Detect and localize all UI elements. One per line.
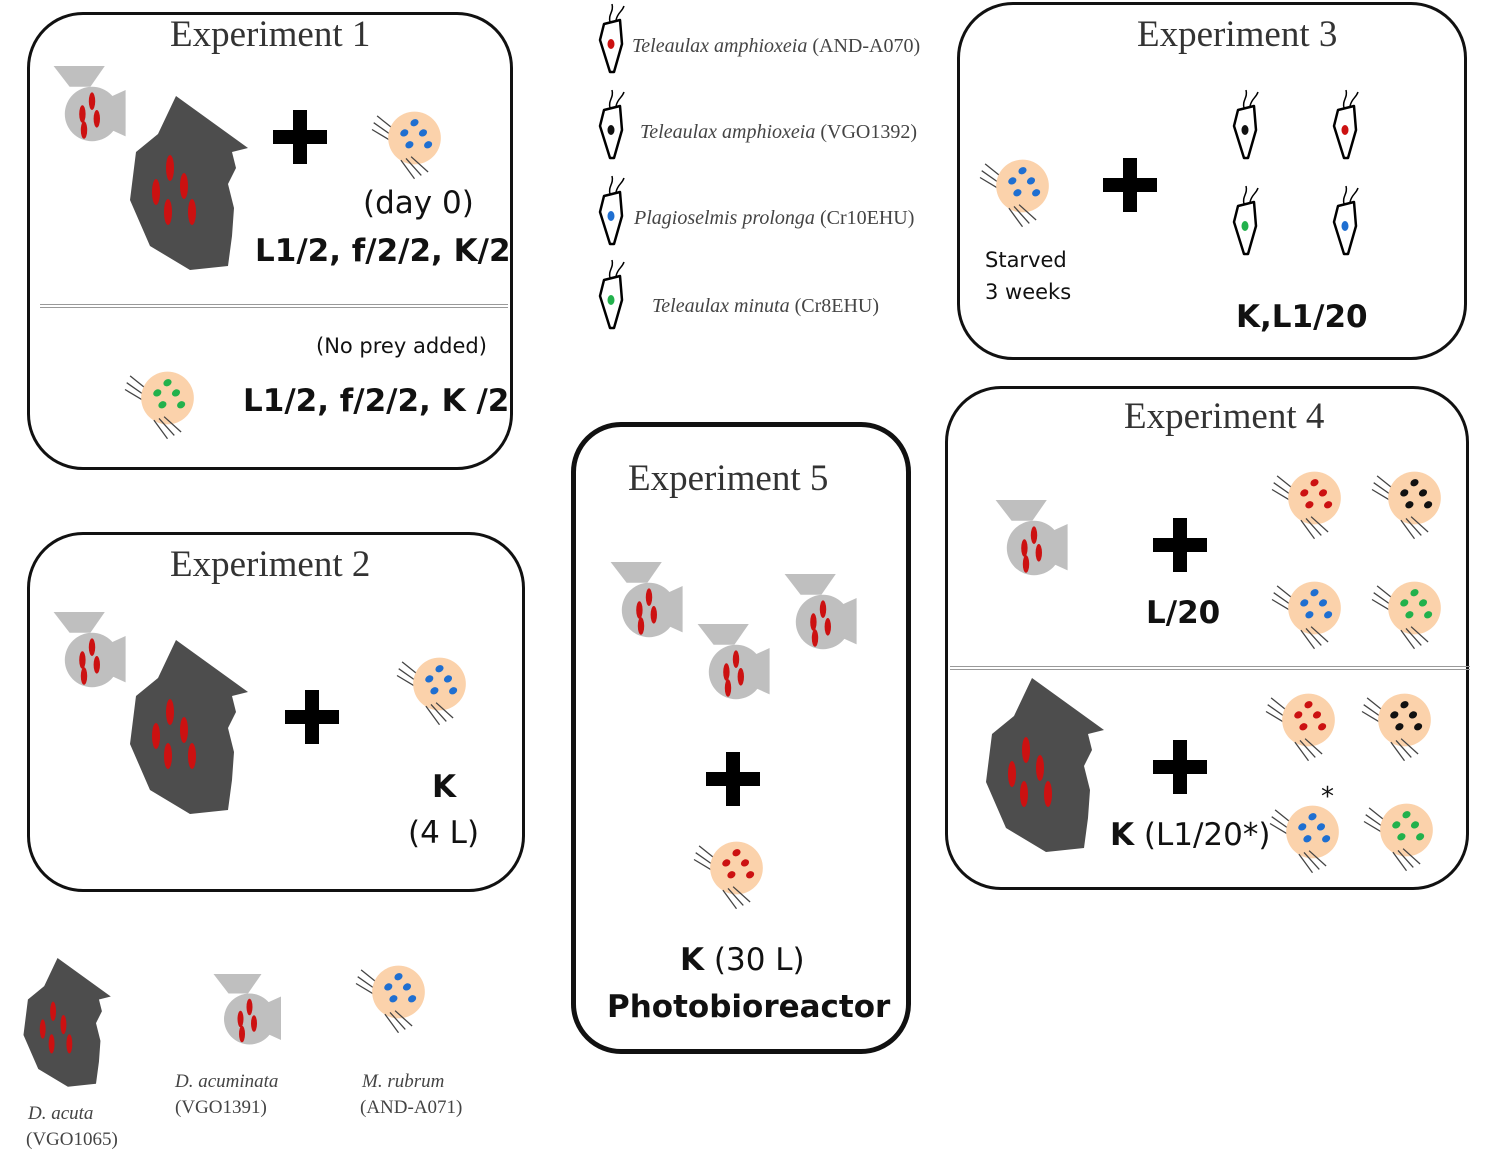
d-acuminata-icon	[610, 562, 683, 638]
cryptophyte-green-icon	[1232, 184, 1260, 256]
plus-icon	[1103, 158, 1157, 212]
experiment5-title: Experiment 5	[628, 458, 829, 499]
experiment2-box	[27, 532, 525, 892]
m-rubrum-icon	[1362, 686, 1442, 766]
m-rubrum-icon	[1270, 798, 1350, 878]
experiment5-medium: K (30 L)	[680, 942, 805, 978]
cryptophyte-red-icon	[598, 2, 626, 74]
legend-d-acuminata-strain: (VGO1391)	[175, 1097, 267, 1118]
plus-icon	[285, 690, 339, 744]
d-acuta-icon	[130, 640, 248, 814]
d-acuminata-icon	[784, 574, 857, 650]
cryptophyte-blue-icon	[598, 174, 626, 246]
experiment2-medium: K	[432, 769, 457, 805]
d-acuminata-icon	[995, 500, 1068, 576]
photobioreactor-label: Photobioreactor	[607, 989, 891, 1025]
plus-icon	[1153, 518, 1207, 572]
m-rubrum-icon	[1272, 464, 1352, 544]
cryptophyte-green-icon	[598, 258, 626, 330]
starved-line2: 3 weeks	[985, 280, 1072, 304]
crypto-legend-4: Teleaulax minuta (Cr8EHU)	[652, 295, 880, 317]
experiment1-box	[27, 12, 513, 470]
experiment5-box	[571, 422, 911, 1054]
divider	[40, 304, 508, 308]
experiment1-condition-top: L1/2, f/2/2, K/2	[255, 233, 511, 269]
experiment4-title: Experiment 4	[1124, 396, 1325, 437]
m-rubrum-icon	[1372, 464, 1452, 544]
crypto-legend-1: Teleaulax amphioxeia (AND-A070)	[632, 35, 921, 57]
m-rubrum-icon	[980, 152, 1060, 232]
m-rubrum-icon	[1364, 796, 1444, 876]
d-acuminata-icon	[697, 624, 770, 700]
plus-icon	[273, 110, 327, 164]
d-acuminata-icon	[213, 974, 281, 1045]
experiment4-condition-bottom: K (L1/20*)	[1110, 817, 1271, 853]
cryptophyte-blue-icon	[1332, 184, 1360, 256]
crypto-legend-2: Teleaulax amphioxeia (VGO1392)	[640, 121, 917, 143]
crypto-legend-3: Plagioselmis prolonga (Cr10EHU)	[634, 207, 915, 229]
legend-d-acuta-name: D. acuta	[28, 1103, 94, 1124]
plus-icon	[1153, 740, 1207, 794]
cryptophyte-black-icon	[1232, 88, 1260, 160]
asterisk-note: *	[1321, 782, 1334, 812]
d-acuta-icon	[130, 96, 248, 270]
legend-m-rubrum-strain: (AND-A071)	[360, 1097, 463, 1118]
experiment3-condition: K,L1/20	[1236, 299, 1368, 335]
legend-d-acuminata-name: D. acuminata	[175, 1071, 279, 1092]
legend-m-rubrum-name: M. rubrum	[362, 1071, 445, 1092]
day-label: (day 0)	[363, 185, 474, 221]
cryptophyte-black-icon	[598, 88, 626, 160]
experiment4-condition-top: L/20	[1146, 595, 1221, 631]
experiment1-title: Experiment 1	[170, 14, 371, 55]
cryptophyte-red-icon	[1332, 88, 1360, 160]
m-rubrum-icon	[125, 364, 205, 444]
plus-icon	[706, 752, 760, 806]
m-rubrum-icon	[1272, 574, 1352, 654]
m-rubrum-icon	[356, 958, 436, 1038]
experiment2-volume: (4 L)	[408, 815, 480, 851]
m-rubrum-icon	[1266, 686, 1346, 766]
m-rubrum-icon	[397, 650, 477, 730]
m-rubrum-icon	[1372, 574, 1452, 654]
experiment1-condition-bottom: L1/2, f/2/2, K /2	[243, 383, 510, 419]
legend-d-acuta-strain: (VGO1065)	[26, 1129, 118, 1150]
starved-line1: Starved	[985, 248, 1067, 272]
no-prey-note: (No prey added)	[316, 334, 487, 358]
m-rubrum-icon	[694, 834, 774, 914]
m-rubrum-icon	[372, 104, 452, 184]
d-acuta-icon	[986, 678, 1104, 852]
experiment2-title: Experiment 2	[170, 544, 371, 585]
divider	[950, 666, 1470, 670]
d-acuta-icon	[23, 958, 111, 1087]
experiment3-title: Experiment 3	[1137, 14, 1338, 55]
